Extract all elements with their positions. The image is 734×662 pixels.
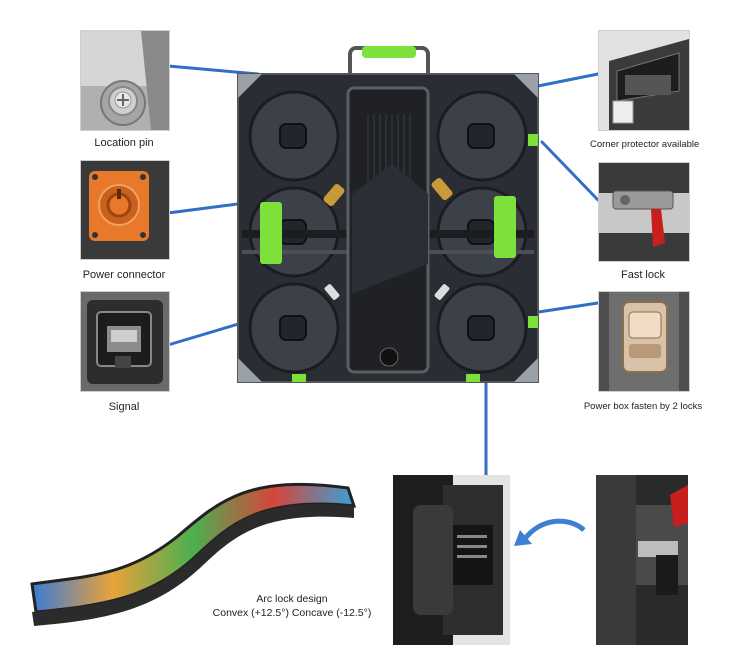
arc-lock-closeup-left (393, 475, 510, 645)
led-cabinet-back (237, 46, 539, 383)
caption-power-box: Power box fasten by 2 locks (583, 401, 703, 412)
red-lever (651, 209, 665, 247)
signal-photo (80, 291, 170, 392)
caption-fast-lock: Fast lock (620, 269, 665, 281)
arc-lock-title: Arc lock design (256, 593, 328, 605)
fast-lock-right (494, 196, 516, 258)
handle-grip (362, 46, 416, 58)
arc-lock-closeup-right (596, 475, 688, 645)
leader-fast-lock (540, 140, 600, 202)
leader-location-pin (166, 64, 260, 76)
power-connector-photo (80, 160, 170, 260)
arc-lock-detail: Convex (+12.5°) Concave (-12.5°) (212, 607, 372, 619)
arc-lock-panel (30, 482, 357, 626)
caption-location-pin: Location pin (94, 137, 154, 149)
caption-power-connector: Power connector (82, 269, 166, 281)
leader-corner-protector (526, 72, 600, 90)
arrow-icon (514, 518, 586, 546)
fast-lock-photo (598, 162, 690, 262)
caption-corner-protector: Corner protector available (590, 139, 700, 150)
caption-signal: Signal (108, 401, 140, 413)
red-lock-lever (670, 485, 688, 527)
location-pin-photo (80, 30, 170, 131)
corner-protector-photo (598, 30, 690, 131)
fast-lock-left (260, 202, 282, 264)
power-box-photo (598, 291, 690, 392)
